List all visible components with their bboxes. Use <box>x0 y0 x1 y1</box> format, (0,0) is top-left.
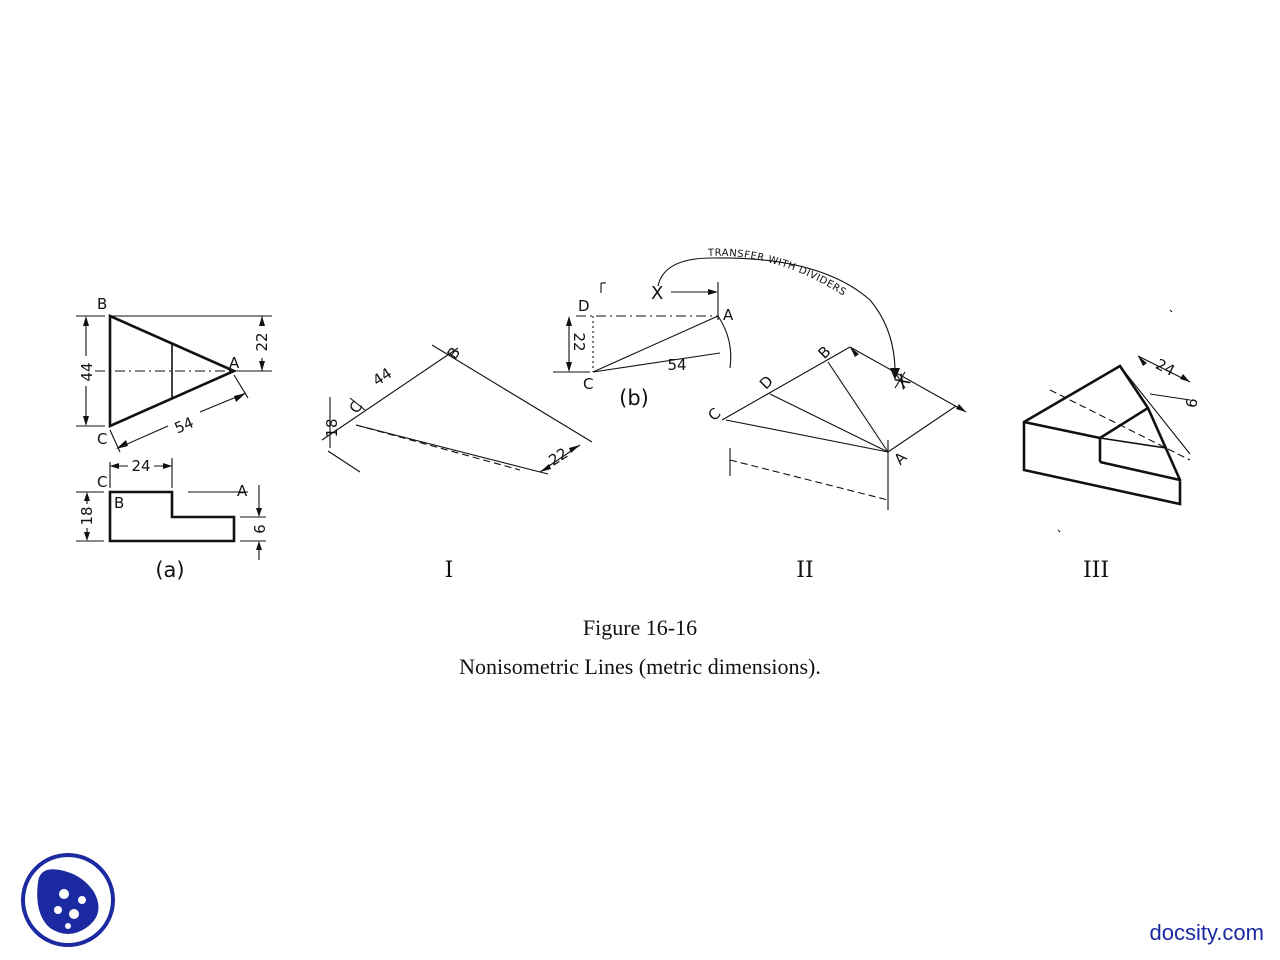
step-3-label: III <box>1083 558 1109 583</box>
view-a-front-point-c: C <box>97 473 107 491</box>
step-1-point-b: B <box>444 344 465 363</box>
step-2-point-c: C <box>704 404 724 424</box>
step-2: C D B X A II <box>704 342 967 583</box>
view-a-dim-9: 9 <box>250 524 268 534</box>
transfer-arrow <box>657 257 896 373</box>
view-b-point-d: D <box>578 297 590 315</box>
view-b: D A C X 22 54 (b) <box>553 282 734 410</box>
transfer-note-textpath: TRANSFER WITH DIVIDERS <box>707 248 848 299</box>
figure-caption: Nonisometric Lines (metric dimensions). <box>459 654 821 679</box>
step-1: C B 18 44 22 I <box>321 344 593 583</box>
step-1-label: I <box>445 558 454 583</box>
view-a-front-view <box>108 490 236 543</box>
view-a-dim-18: 18 <box>78 506 96 525</box>
view-a-dim-44: 44 <box>78 362 96 381</box>
view-a-point-c: C <box>97 430 107 448</box>
view-b-dim-54: 54 <box>667 356 686 374</box>
view-b-point-c: C <box>583 375 593 393</box>
step-1-dim-44: 44 <box>369 364 395 389</box>
step-2-point-d: D <box>756 372 777 393</box>
transfer-note: TRANSFER WITH DIVIDERS <box>657 248 900 380</box>
view-a-dim-24: 24 <box>131 457 150 475</box>
docsity-link[interactable]: docsity.com <box>1149 920 1264 945</box>
figure-number: Figure 16-16 <box>582 615 698 640</box>
view-a-dim-54: 54 <box>172 413 197 437</box>
step-1-base-line <box>321 347 459 441</box>
view-a-dim-22: 22 <box>253 332 271 351</box>
view-b-label: (b) <box>619 386 649 410</box>
step-2-point-a: A <box>890 448 911 469</box>
step-2-label: II <box>796 558 813 583</box>
view-b-dim-22: 22 <box>570 332 588 351</box>
view-b-point-x: X <box>651 283 663 304</box>
step-1-dim-18: 18 <box>323 418 341 437</box>
step-2-point-b: B <box>814 342 834 362</box>
view-b-point-a: A <box>723 306 734 324</box>
step-3-dim-9: 9 <box>1181 397 1200 410</box>
step-3: 24 9 III <box>1022 309 1201 583</box>
view-a-point-a: A <box>229 354 240 372</box>
step-3-solid-outline <box>1022 364 1182 506</box>
transfer-note-text: TRANSFER WITH DIVIDERS <box>707 248 848 299</box>
view-a-label: (a) <box>155 558 184 582</box>
view-a-front-point-a: A <box>237 482 248 500</box>
view-a: B C A 44 22 54 C B A 24 18 9 (a) <box>76 295 272 582</box>
docsity-logo-icon <box>21 853 115 947</box>
step-1-point-c: C <box>345 398 366 417</box>
view-a-front-point-b: B <box>114 494 124 512</box>
step-3-dim-24: 24 <box>1153 355 1178 380</box>
view-a-point-b: B <box>97 295 107 313</box>
